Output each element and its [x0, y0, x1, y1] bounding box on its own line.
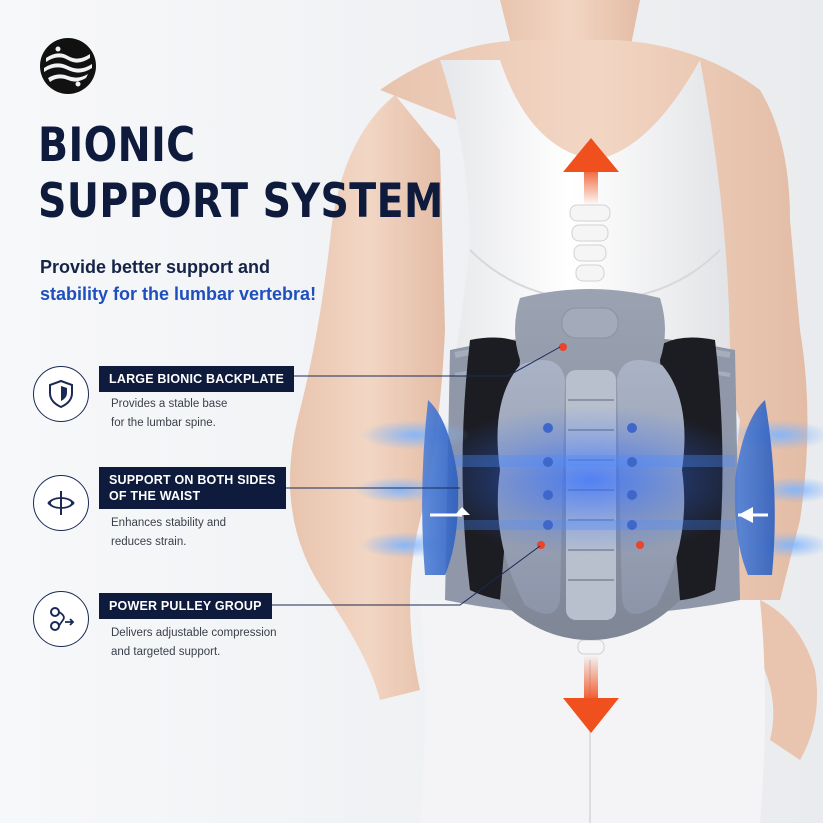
- label-line-1: SUPPORT ON BOTH SIDES: [109, 473, 276, 487]
- traction-arrow-up: [563, 138, 619, 205]
- desc-line-2: and targeted support.: [111, 646, 221, 658]
- title-line-2: SUPPORT SYSTEM: [38, 174, 444, 229]
- pulley-icon: [33, 591, 89, 647]
- feature-label: POWER PULLEY GROUP: [99, 593, 272, 619]
- desc-line-1: Provides a stable base: [111, 398, 228, 410]
- waist-support-icon: [33, 475, 89, 531]
- desc-line-1: Delivers adjustable compression: [111, 627, 277, 639]
- feature-description: Delivers adjustable compression and targ…: [111, 624, 311, 662]
- title-line-1: BIONIC: [38, 118, 196, 173]
- feature-label: LARGE BIONIC BACKPLATE: [99, 366, 294, 392]
- shield-icon: [33, 366, 89, 422]
- page-title: BIONIC SUPPORT SYSTEM: [38, 118, 444, 230]
- subtitle-line-2: stability for the lumbar vertebra!: [40, 284, 317, 304]
- brand-logo-icon: [40, 38, 96, 94]
- traction-arrow-down: [563, 655, 619, 733]
- feature-label: SUPPORT ON BOTH SIDES OF THE WAIST: [99, 467, 286, 509]
- feature-description: Provides a stable base for the lumbar sp…: [111, 395, 311, 433]
- feature-description: Enhances stability and reduces strain.: [111, 514, 311, 552]
- label-line-2: OF THE WAIST: [109, 489, 201, 503]
- subtitle: Provide better support and stability for…: [40, 254, 370, 308]
- spine-upper: [569, 204, 611, 282]
- desc-line-2: for the lumbar spine.: [111, 417, 216, 429]
- desc-line-1: Enhances stability and: [111, 517, 227, 529]
- marker-backplate: [559, 343, 567, 351]
- subtitle-line-1: Provide better support and: [40, 257, 271, 277]
- marker-pulley: [537, 541, 545, 549]
- desc-line-2: reduces strain.: [111, 536, 187, 548]
